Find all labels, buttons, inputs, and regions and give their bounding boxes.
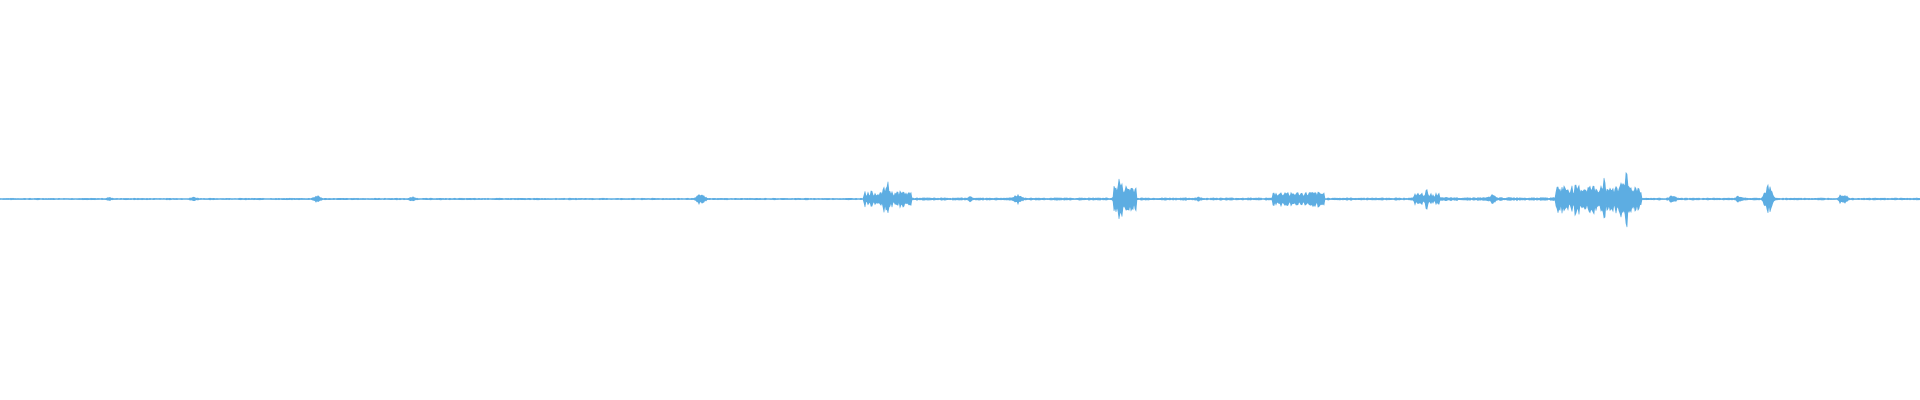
- waveform-signal: [0, 171, 1920, 228]
